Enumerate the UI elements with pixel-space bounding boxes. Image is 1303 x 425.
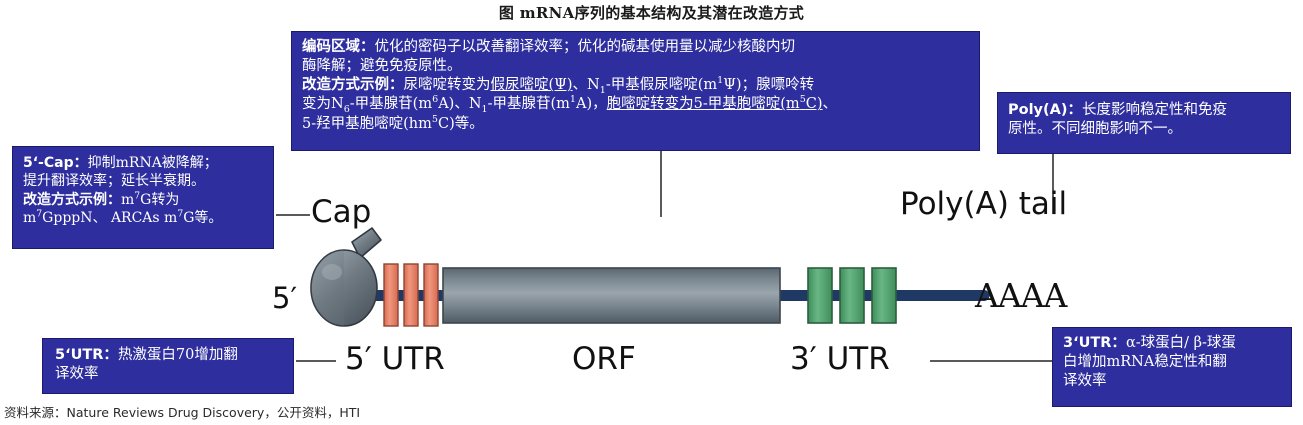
label-utr5: 5′ UTR xyxy=(345,341,445,377)
coding-l4-sub1: 1 xyxy=(481,104,488,116)
coding-l4-e: A)， xyxy=(576,96,607,113)
cap-line-3-label: 改造方式示例： xyxy=(23,191,121,208)
coding-l4-b: -甲基腺苷(m xyxy=(349,96,433,113)
callout-five-prime-cap: 5‘-Cap：抑制mRNA被降解； 提升翻译效率；延长半衰期。 改造方式示例：m… xyxy=(12,146,274,249)
cap-l3-b: G转为 xyxy=(140,191,180,208)
coding-l4-cytidine: 胞嘧啶转变为5-甲基胞嘧啶(m5C) xyxy=(606,94,823,113)
coding-l5-b: C)等。 xyxy=(437,115,484,132)
label-cap: Cap xyxy=(311,194,372,230)
polya-line-1: Poly(A)：长度影响稳定性和免疫 xyxy=(1008,101,1284,120)
utr5-line-2: 译效率 xyxy=(55,366,99,383)
cap-line-1: 5‘-Cap：抑制mRNA被降解； xyxy=(23,154,267,172)
coding-line-2: 酶降解；避免免疫原性。 xyxy=(302,58,462,75)
source-mid: ，公开资料， xyxy=(264,405,340,420)
callout-utr3: 3‘UTR：α-球蛋白/ β-球蛋 白增加mRNA稳定性和翻 译效率 xyxy=(1052,327,1292,407)
utr5-line-1-text: 热激蛋白70增加翻 xyxy=(117,347,238,363)
coding-line-5: 5-羟甲基胞嘧啶(hm5C)等。 xyxy=(302,113,971,134)
leader-line-coding xyxy=(660,151,662,217)
leader-line-5utr xyxy=(296,360,336,362)
cap-l4-sup7b: 7 xyxy=(177,208,184,220)
leader-line-3utr xyxy=(930,360,1052,362)
coding-l4-f-b: C) xyxy=(805,96,823,113)
callout-coding-region: 编码区域：优化的密码子以改善翻译效率；优化的碱基使用量以减少核酸内切 酶降解；避… xyxy=(291,31,980,151)
coding-line-3-label: 改造方式示例： xyxy=(302,77,404,94)
coding-line-1: 编码区域：优化的密码子以改善翻译效率；优化的碱基使用量以减少核酸内切 xyxy=(302,38,971,57)
label-orf: ORF xyxy=(572,341,636,377)
coding-l3-pseudouridine: 假尿嘧啶(Ψ) xyxy=(490,77,573,94)
callout-polya: Poly(A)：长度影响稳定性和免疫 原性。不同细胞影响不一。 xyxy=(997,92,1291,154)
cap-line-3: 改造方式示例：m7G转为 xyxy=(23,191,267,209)
utr5-line-1: 5‘UTR：热激蛋白70增加翻 xyxy=(55,346,287,365)
coding-l4-sup1: 1 xyxy=(569,94,577,106)
cap-line-2: 提升翻译效率；延长半衰期。 xyxy=(23,173,205,190)
label-utr3: 3′ UTR xyxy=(790,341,890,377)
orf-cylinder xyxy=(442,267,781,324)
cap-line-1-label: 5‘-Cap： xyxy=(23,155,88,171)
coding-l3-sub1: 1 xyxy=(599,85,606,97)
callout-utr5: 5‘UTR：热激蛋白70增加翻 译效率 xyxy=(42,338,294,394)
coding-l5-a: 5-羟甲基胞嘧啶(hm xyxy=(302,115,432,132)
coding-l4-sup5: 5 xyxy=(799,94,806,106)
utr3-line-2: 白增加mRNA稳定性和翻 xyxy=(1063,354,1227,371)
utr3-line-1-label: 3‘UTR： xyxy=(1063,335,1126,351)
cap-l4-b: GpppN、 ARCAs m xyxy=(42,210,178,227)
coding-line-1-label: 编码区域： xyxy=(302,39,375,55)
utr5-line-1-label: 5‘UTR： xyxy=(55,347,118,363)
utr3-line-3: 译效率 xyxy=(1063,373,1107,390)
label-polya-seq: AAAA xyxy=(975,276,1067,315)
coding-l5-sup5: 5 xyxy=(431,113,438,125)
coding-l3-c: 、N xyxy=(572,77,600,94)
source-publication: Nature Reviews Drug Discovery xyxy=(66,405,265,420)
source-note: 资料来源：Nature Reviews Drug Discovery，公开资料，… xyxy=(4,402,360,421)
coding-l3-sup1: 1 xyxy=(717,75,724,87)
coding-l4-sup6: 6 xyxy=(432,94,439,106)
coding-l3-e: Ψ)；腺嘌呤转 xyxy=(723,77,815,94)
coding-line-1-text: 优化的密码子以改善翻译效率；优化的碱基使用量以减少核酸内切 xyxy=(374,39,796,55)
coding-l3-a: 尿嘧啶转变为 xyxy=(403,77,491,94)
utr3-elements xyxy=(807,267,897,324)
cap-l4-c: G等。 xyxy=(183,210,223,227)
cap-line-4: m7GpppN、 ARCAs m7G等。 xyxy=(23,209,267,227)
coding-line-4: 变为N6-甲基腺苷(m6A)、N1-甲基腺苷(m1A)，胞嘧啶转变为5-甲基胞嘧… xyxy=(302,95,971,114)
cap-l4-a: m xyxy=(23,210,37,227)
cap-structure xyxy=(310,227,382,327)
coding-l4-c: A)、N xyxy=(438,96,482,113)
coding-l3-d: -甲基假尿嘧啶(m xyxy=(605,77,718,94)
cap-l3-sup7: 7 xyxy=(134,190,141,202)
utr5-elements xyxy=(383,263,439,327)
coding-l4-f-a: 胞嘧啶转变为5-甲基胞嘧啶(m xyxy=(606,96,800,113)
cap-l4-sup7: 7 xyxy=(36,208,43,220)
coding-line-3: 改造方式示例：尿嘧啶转变为假尿嘧啶(Ψ)、N1-甲基假尿嘧啶(m1Ψ)；腺嘌呤转 xyxy=(302,76,971,95)
leader-line-polya xyxy=(1052,154,1054,214)
source-prefix: 资料来源： xyxy=(4,405,67,420)
coding-l4-sub6: 6 xyxy=(343,104,350,116)
cap-line-1-text: 抑制mRNA被降解； xyxy=(87,155,218,171)
utr3-line-1: 3‘UTR：α-球蛋白/ β-球蛋 xyxy=(1063,334,1285,353)
polya-line-1-text: 长度影响稳定性和免疫 xyxy=(1082,102,1227,118)
coding-l4-g: 、 xyxy=(822,96,838,113)
label-five-prime: 5′ xyxy=(272,281,298,315)
polya-line-2: 原性。不同细胞影响不一。 xyxy=(1008,121,1182,138)
polya-line-1-label: Poly(A)： xyxy=(1008,102,1082,118)
coding-l4-a: 变为N xyxy=(302,96,344,113)
cap-l3-a: m xyxy=(121,191,135,208)
source-org: HTI xyxy=(339,405,361,420)
label-polya-tail: Poly(A) tail xyxy=(900,186,1068,222)
leader-line-cap xyxy=(276,214,310,216)
utr3-line-1-text: α-球蛋白/ β-球蛋 xyxy=(1125,335,1236,351)
page-title: 图 mRNA序列的基本结构及其潜在改造方式 xyxy=(498,4,805,22)
coding-l4-d: -甲基腺苷(m xyxy=(487,96,570,113)
